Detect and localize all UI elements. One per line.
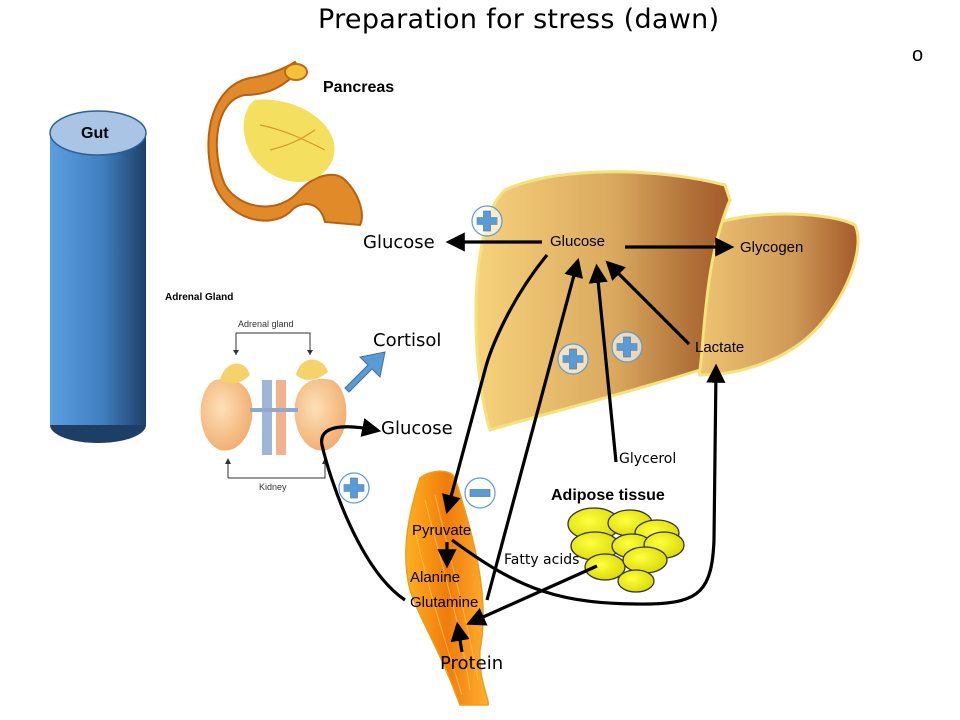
glutamine-label: Glutamine [410,594,479,611]
arrow-lactate-to-glucose [605,260,691,346]
bullet-marker: o [912,44,924,66]
glucose-out-label: Glucose [363,232,435,253]
glycogen-label: Glycogen [740,239,804,256]
gut-cylinder [49,110,147,443]
adipose-cells [567,507,685,593]
adipose-tissue-label: Adipose tissue [551,487,665,504]
liver-illustration [474,170,860,432]
adrenal-kidney-illustration [200,332,347,479]
plus-sign-icon-kidney [338,472,370,504]
glucose-kidney-label: Glucose [381,418,453,439]
arrow-glutamine-to-glucose [485,257,583,601]
adrenal-gland-label: Adrenal gland [238,319,294,329]
glucose-liver-label: Glucose [550,233,606,250]
pathway-arrows [320,232,735,653]
gut-label: Gut [81,125,109,142]
protein-label: Protein [440,653,504,674]
glycerol-label: Glycerol [619,451,677,467]
plus-sign-icon-liver-left [557,343,589,375]
plus-sign-icon-liver-right [611,331,643,363]
minus-sign-icon-muscle [464,477,496,509]
arrow-fatty-acids [466,564,598,626]
adrenal-header-label: Adrenal Gland [165,292,234,303]
pyruvate-label: Pyruvate [412,522,472,539]
pancreas-label: Pancreas [323,79,395,96]
arrow-alanine-to-kidney-glucose [320,418,406,602]
arrow-glycerol [588,263,618,463]
pancreas-illustration [207,60,363,227]
arrow-protein-to-muscle [450,621,470,653]
lactate-label: Lactate [695,339,745,356]
plus-sign-icon-pancreas-glucose [471,205,503,237]
arrow-pyruvate-to-lactate [451,363,726,606]
cortisol-arrow-icon [344,351,386,393]
fatty-acids-label: Fatty acids [504,552,580,568]
cortisol-label: Cortisol [373,330,442,351]
kidney-label: Kidney [259,482,287,492]
arrow-glucose-to-pyruvate [442,253,549,515]
alanine-label: Alanine [410,569,461,586]
page-title: Preparation for stress (dawn) [318,4,720,35]
